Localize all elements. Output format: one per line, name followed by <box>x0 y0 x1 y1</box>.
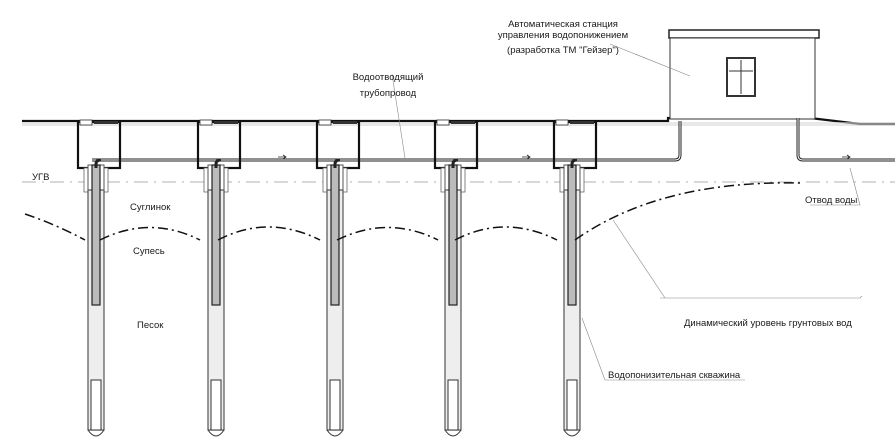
pipeline-label-line1: Водоотводящий <box>353 72 424 83</box>
dynamic-level-label: Динамический уровень грунтовых вод <box>684 318 852 329</box>
well-label: Водопонизительная скважина <box>608 370 741 381</box>
station-label-line3: (разработка ТМ "Гейзер") <box>507 45 619 56</box>
dewatering-well <box>196 119 242 437</box>
sandy-loam-layer-label: Супесь <box>133 246 165 257</box>
water-outlet-label: Отвод воды <box>805 195 857 206</box>
flow-arrow-icon <box>278 154 287 160</box>
collector-pipeline <box>92 121 682 162</box>
loam-layer-label: Суглинок <box>130 202 171 213</box>
station-label-line1: Автоматическая станция <box>508 19 618 30</box>
control-station-building <box>668 29 820 120</box>
dewatering-well <box>433 119 479 437</box>
flow-arrow-icon <box>522 154 531 160</box>
dewatering-well <box>76 119 122 437</box>
leader-lines <box>391 43 863 381</box>
flow-arrow-icon <box>842 154 851 160</box>
dewatering-well <box>552 119 598 437</box>
station-label-line2: управления водопонижением <box>498 30 628 41</box>
dewatering-well <box>315 119 361 437</box>
sand-layer-label: Песок <box>137 320 164 331</box>
pipeline-label-line2: трубопровод <box>360 88 417 99</box>
ugv-label: УГВ <box>32 172 50 183</box>
